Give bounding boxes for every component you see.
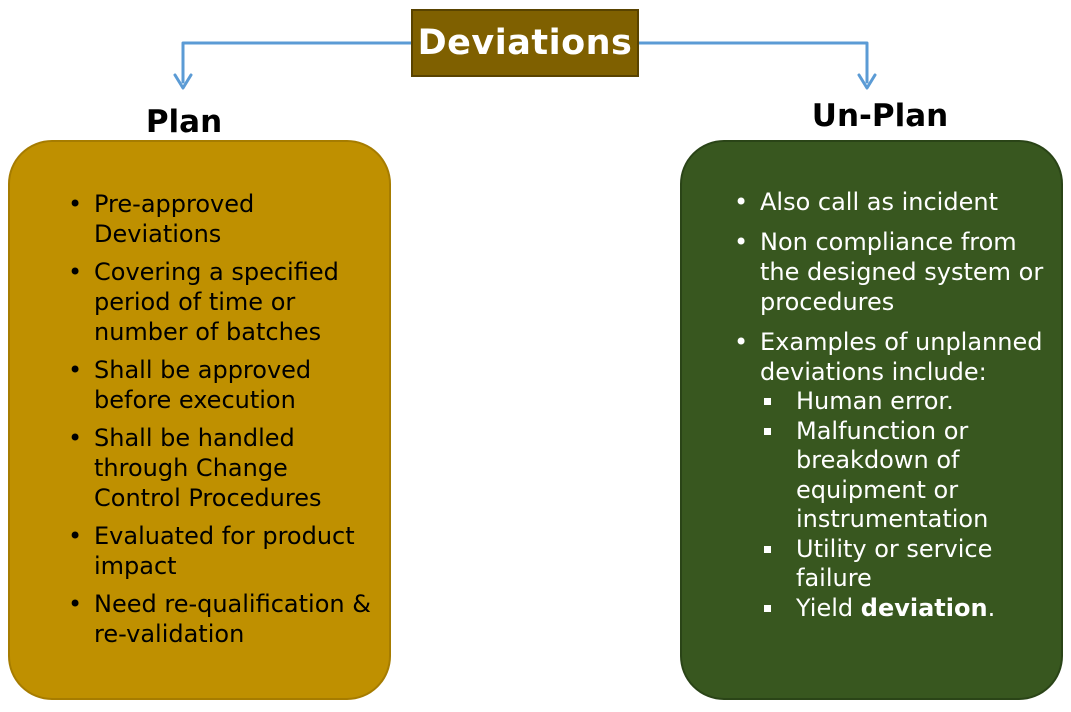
deviations-title-box: Deviations [411, 9, 639, 77]
example-item: Human error. [760, 387, 1052, 417]
unplan-item: Non compliance from the designed system … [732, 227, 1052, 317]
unplan-list: Also call as incident Non compliance fro… [732, 187, 1052, 633]
plan-item: Shall be handled through Change Control … [66, 423, 376, 513]
plan-item: Shall be approved before execution [66, 355, 376, 415]
yield-bold-word: deviation [860, 593, 988, 622]
plan-list: Pre-approved Deviations Covering a speci… [66, 189, 376, 657]
plan-item: Evaluated for product impact [66, 521, 376, 581]
plan-item: Pre-approved Deviations [66, 189, 376, 249]
unplan-panel: Also call as incident Non compliance fro… [680, 140, 1063, 700]
example-item: Malfunction or breakdown of equipment or… [760, 417, 1052, 535]
plan-item: Need re-qualification & re-validation [66, 589, 376, 649]
plan-item: Covering a specified period of time or n… [66, 257, 376, 347]
unplan-heading: Un-Plan [811, 98, 949, 134]
left-connector-line [181, 41, 413, 84]
unplan-item-examples: Examples of unplanned deviations include… [732, 327, 1052, 623]
right-arrowhead [857, 73, 877, 90]
yield-prefix: Yield [796, 593, 861, 622]
plan-heading: Plan [145, 104, 223, 140]
examples-intro: Examples of unplanned deviations include… [760, 328, 1043, 386]
diagram-title: Deviations [417, 23, 633, 63]
plan-panel: Pre-approved Deviations Covering a speci… [8, 140, 391, 700]
example-item-yield: Yield deviation. [760, 594, 1052, 624]
examples-list: Human error. Malfunction or breakdown of… [760, 387, 1052, 623]
left-arrowhead [173, 73, 193, 90]
unplan-item: Also call as incident [732, 187, 1052, 217]
right-connector-line [637, 41, 869, 84]
yield-suffix: . [987, 593, 996, 622]
example-item: Utility or service failure [760, 535, 1052, 594]
